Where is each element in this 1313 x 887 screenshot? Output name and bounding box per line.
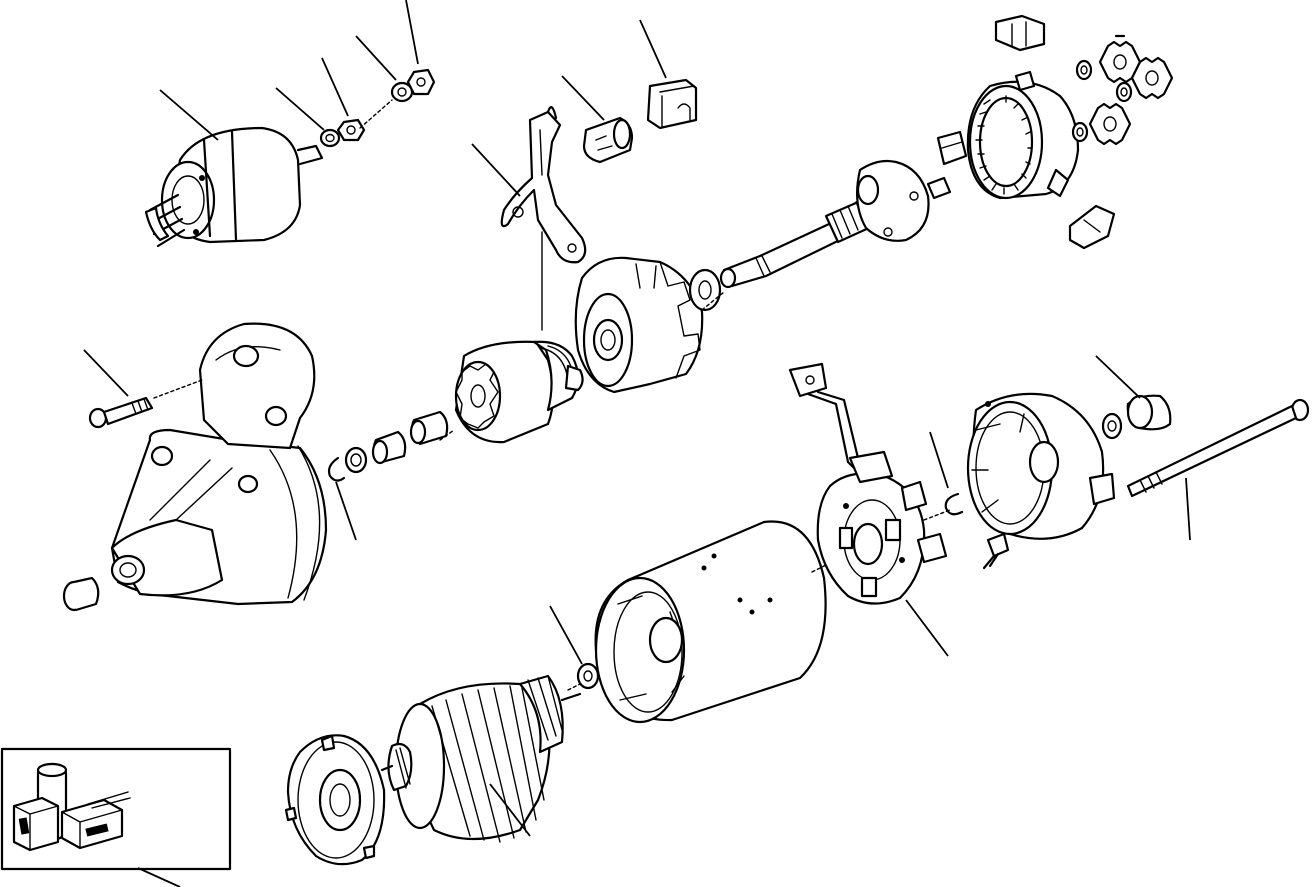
armature-washer [576,662,600,690]
pinion-drive-assembly [454,340,584,444]
leader-brush-plate [905,599,949,657]
leader-top-nut [405,0,419,65]
leader-terminal-washer [275,87,325,131]
dust-shield [284,734,386,866]
brush-block [646,78,698,130]
leader-terminal-nut [321,57,349,117]
repair-kit [0,747,232,871]
leader-snap-ring [335,481,357,541]
yoke-field-frame [594,520,827,724]
plunger-link [582,116,634,164]
bushing [62,576,100,612]
leader-plunger-link [561,75,605,121]
planet-gear [1088,34,1174,146]
through-bolt-short [88,396,154,429]
armature [380,674,582,843]
leader-armature [489,783,531,837]
intermediate-bearing-plate [574,256,704,394]
brush-block-lower [1068,204,1116,250]
leader-spring-washer [355,35,397,81]
solenoid-terminal-nut [336,118,366,142]
leader-armature-washer [549,605,583,665]
brush-block-upper [994,14,1046,52]
leader-through-bolt-long [1185,477,1191,541]
ring-gear [936,70,1080,200]
commutator-end-cover [966,392,1116,540]
through-bolt-long [1126,398,1310,498]
stop-collar [344,446,368,474]
end-bushing [1101,412,1123,440]
commutator-screw [982,532,1010,570]
solenoid-terminal-washer [319,128,341,148]
shift-lever-fork [500,106,587,264]
solenoid-switch [144,126,324,248]
pinion-spacer [371,410,449,465]
solenoid-top-nut [406,68,436,96]
leader-brush-block [639,19,667,79]
cap [1126,394,1172,431]
drive-end-housing [110,322,328,606]
brush-holder-spring [944,492,964,516]
solenoid-spring-washer [390,81,414,103]
snap-ring [327,456,346,482]
leader-shift-lever [471,143,521,197]
thrust-washer [688,268,722,312]
leader-solenoid [159,89,219,141]
brush-plate-assembly [788,362,948,605]
leader-brush-spring [929,431,949,489]
leader-repair-kit [137,867,181,887]
gear-washer [1071,59,1133,143]
leader-through-bolt-short [83,349,129,397]
planet-carrier-plate [855,159,952,242]
leader-cap [1095,355,1141,399]
